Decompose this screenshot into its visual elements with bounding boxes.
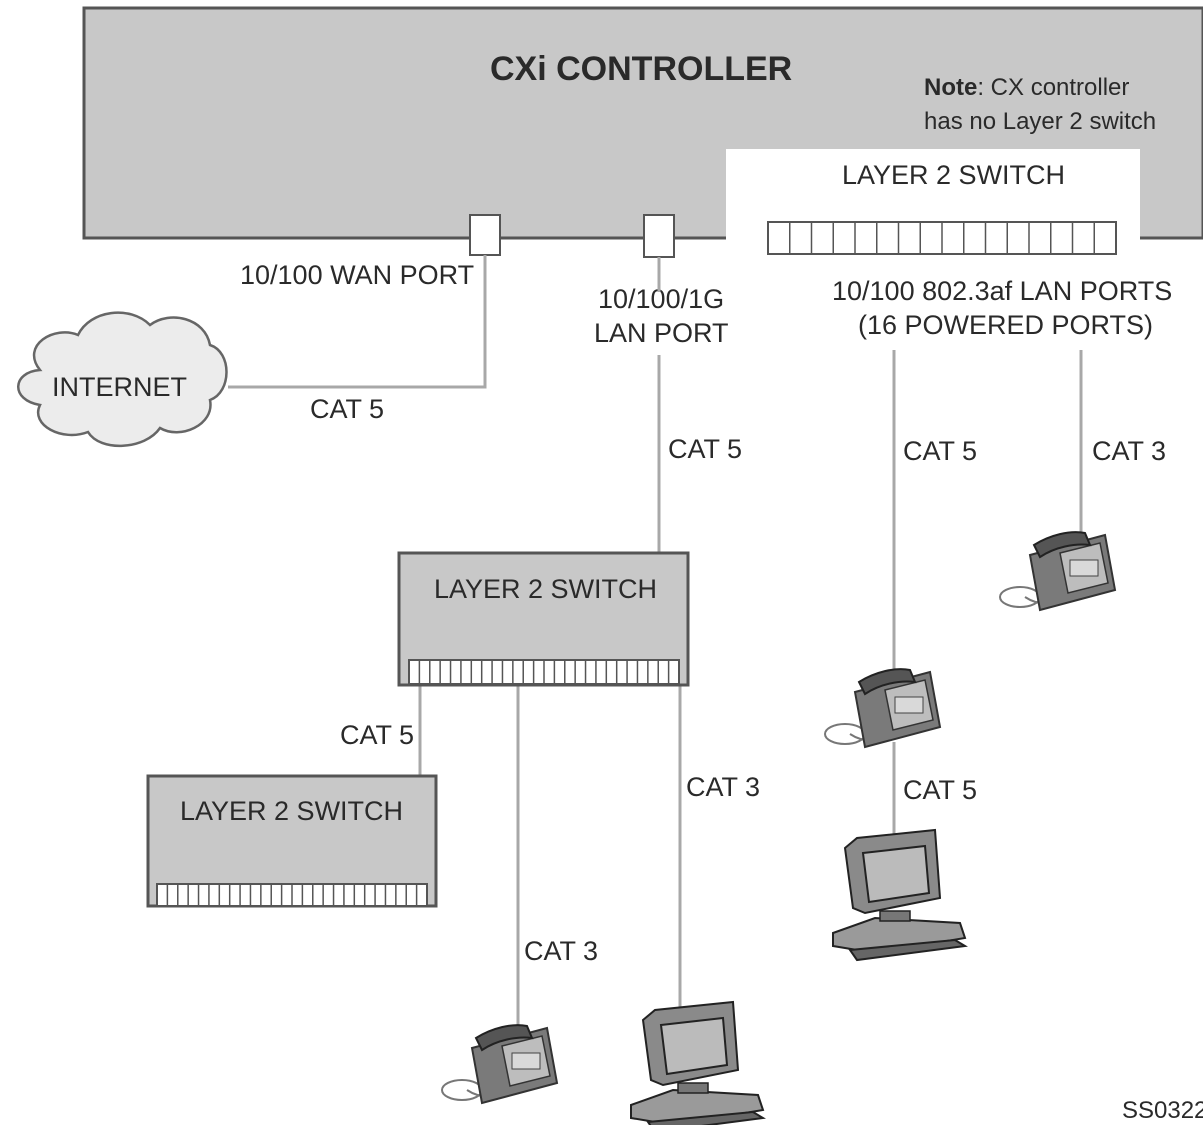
phone-icon [824,668,941,748]
cable-label-switch-pc: CAT 3 [686,772,760,802]
switch-mid-ports [408,659,680,685]
controller-note-line2: has no Layer 2 switch [924,108,1156,135]
phone-icon [999,531,1116,611]
poe-ports-label-2: (16 POWERED PORTS) [858,310,1153,340]
switch-low-label: LAYER 2 SWITCH [180,796,403,826]
cable-label-phone-pc: CAT 5 [903,775,977,805]
internal-switch-label: LAYER 2 SWITCH [842,160,1065,190]
cable-label-internet: CAT 5 [310,394,384,424]
lan-port-label-2: LAN PORT [594,318,729,348]
wan-port [469,214,501,256]
controller-title: CXi CONTROLLER [490,50,792,88]
wire-wan-internet [228,255,487,389]
cable-label-poe-right: CAT 3 [1092,436,1166,466]
computer-icon [832,829,966,961]
phone-icon [441,1024,558,1104]
figure-id: SS0322 [1122,1097,1203,1124]
switch-low-ports [156,883,428,907]
lan-port [643,214,675,258]
lan-port-label-1: 10/100/1G [598,284,724,314]
internet-label: INTERNET [52,372,187,402]
cable-label-switch-phone: CAT 3 [524,936,598,966]
cable-label-lan-uplink: CAT 5 [668,434,742,464]
controller-note: Note: CX controller [924,74,1129,101]
poe-ports-label-1: 10/100 802.3af LAN PORTS [832,276,1172,306]
cable-label-switch-switch: CAT 5 [340,720,414,750]
poe-port-strip [767,221,1117,255]
cloud-icon [17,311,228,447]
computer-icon [630,1001,764,1125]
switch-mid-label: LAYER 2 SWITCH [434,574,657,604]
wan-port-label: 10/100 WAN PORT [240,260,474,290]
cable-label-poe-left: CAT 5 [903,436,977,466]
